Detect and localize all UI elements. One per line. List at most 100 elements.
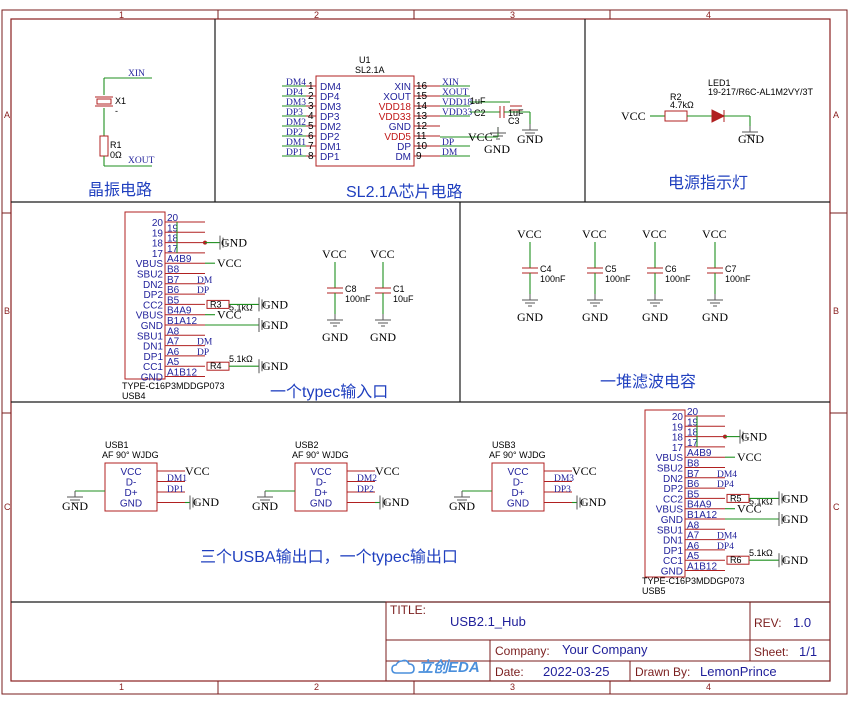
typec-out-net-dp-2: DP4 bbox=[717, 542, 734, 552]
cap-ref-c1: C1 bbox=[393, 284, 405, 294]
typec-out-pin-right-9: B4A9 bbox=[687, 500, 712, 511]
cap-vcc-c6: VCC bbox=[642, 227, 667, 241]
typec-in-pin-left-0: 20 bbox=[152, 218, 164, 229]
cap-value-c7: 100nF bbox=[725, 274, 751, 284]
typec-out-cc-gnd-label-1: GND bbox=[782, 553, 808, 567]
drawn-label: Drawn By: bbox=[635, 665, 690, 679]
chip-net-dp: DP bbox=[442, 138, 454, 148]
typec-in-pin-right-1: 19 bbox=[167, 223, 179, 234]
typec-in-pin-right-5: B8 bbox=[167, 265, 180, 276]
typec-out-pin-left-9: VBUS bbox=[656, 505, 684, 516]
lceda-logo: 立创EDA bbox=[391, 658, 480, 676]
cap-value-c5: 100nF bbox=[605, 274, 631, 284]
chip-net-vdd18: VDD18 bbox=[442, 98, 472, 108]
usba-1-left-gnd-label: GND bbox=[62, 499, 88, 513]
typec-in-pin-right-3: 17 bbox=[167, 244, 179, 255]
usba-3-value: AF 90° WJDG bbox=[489, 450, 546, 460]
chip-pin-dp: DP bbox=[397, 142, 411, 153]
chip-pin-dm4: DM4 bbox=[320, 82, 342, 93]
typec-in-pin-right-15: A1B12 bbox=[167, 368, 197, 379]
usb4-value: TYPE-C16P3MDDGP073 bbox=[122, 381, 225, 391]
usb5-value: TYPE-C16P3MDDGP073 bbox=[642, 576, 745, 586]
typec-out-pin-right-1: 19 bbox=[687, 417, 699, 428]
company-label: Company: bbox=[495, 644, 550, 658]
typec-in-gnd-label-1: GND bbox=[221, 236, 247, 250]
usba-1-pin-dp: D+ bbox=[124, 488, 137, 499]
usba-2-value: AF 90° WJDG bbox=[292, 450, 349, 460]
cap-vcc-c8: VCC bbox=[322, 247, 347, 261]
chip-net-xin: XIN bbox=[442, 78, 459, 88]
usba-2-body bbox=[294, 462, 348, 512]
usba-1-gnd-label: GND bbox=[193, 495, 219, 509]
date-value: 2022-03-25 bbox=[543, 664, 610, 679]
cap-gnd-label-c6: GND bbox=[642, 310, 668, 324]
usba-2-pin-vcc: VCC bbox=[310, 467, 331, 478]
typec-out-pin-right-2: 18 bbox=[687, 428, 699, 439]
r2-ref: R2 bbox=[670, 92, 682, 102]
usba-3-pin-dp: D+ bbox=[511, 488, 524, 499]
cap-value-c4: 100nF bbox=[540, 274, 566, 284]
chip-pin-num-1: 1 bbox=[308, 81, 314, 92]
chip-pin-dm3: DM3 bbox=[320, 102, 342, 113]
typec-in-pin-left-3: 17 bbox=[152, 249, 164, 260]
chip-pin-num-14: 14 bbox=[416, 101, 428, 112]
typec-out-vcc-label-1: VCC bbox=[737, 450, 762, 464]
drawn-value: LemonPrince bbox=[700, 664, 777, 679]
typec-in-pin-right-4: A4B9 bbox=[167, 254, 192, 265]
chip-net-dm3: DM3 bbox=[286, 98, 306, 108]
ruler-col-1-bottom: 1 bbox=[119, 682, 124, 692]
chip-pin-num-4: 4 bbox=[308, 111, 314, 122]
typec-out-gnd-label-1: GND bbox=[741, 430, 767, 444]
typec-in-pin-left-15: GND bbox=[141, 373, 163, 384]
typec-out-pin-left-7: DP2 bbox=[664, 484, 684, 495]
ruler-row-b: B bbox=[4, 306, 10, 316]
chip-pin-dm2: DM2 bbox=[320, 122, 342, 133]
section-title-power-led: 电源指示灯 bbox=[668, 174, 748, 192]
typec-out-cc-res-ref-1: R6 bbox=[730, 555, 742, 565]
typec-in-gnd-label-2: GND bbox=[262, 318, 288, 332]
cap-value-c1: 10uF bbox=[393, 294, 414, 304]
usba-1-pin-vcc: VCC bbox=[120, 467, 141, 478]
section-title-outputs: 三个USBA输出口，一个typec输出口 bbox=[200, 548, 458, 566]
typec-in-pin-left-11: SBU1 bbox=[137, 331, 164, 342]
cap-vcc-c4: VCC bbox=[517, 227, 542, 241]
chip-net-dm1: DM1 bbox=[286, 138, 306, 148]
ruler-col-1: 1 bbox=[119, 10, 124, 20]
chip-pin-dp4: DP4 bbox=[320, 92, 340, 103]
net-xout: XOUT bbox=[128, 156, 155, 166]
chip-pin-num-16: 16 bbox=[416, 81, 428, 92]
chip-net-dm4: DM4 bbox=[286, 78, 306, 88]
cap-ref-c8: C8 bbox=[345, 284, 357, 294]
usba-2-net-dm: DM2 bbox=[357, 474, 377, 484]
usba-3-vcc: VCC bbox=[572, 464, 597, 478]
chip-pin-num-15: 15 bbox=[416, 91, 428, 102]
chip-pin-dm: DM bbox=[395, 152, 411, 163]
x1-value: - bbox=[115, 106, 118, 116]
chip-pin-dp1: DP1 bbox=[320, 152, 340, 163]
section-title-crystal: 晶振电路 bbox=[88, 181, 152, 199]
usba-3-body bbox=[491, 462, 545, 512]
usba-3-net-dm: DM3 bbox=[554, 474, 574, 484]
typec-out-pin-left-13: DP1 bbox=[664, 546, 684, 557]
typec-out-cc-res-ref-0: R5 bbox=[730, 493, 742, 503]
typec-out-net-dm-2: DM4 bbox=[717, 532, 737, 542]
typec-in-pin-right-11: A8 bbox=[167, 326, 180, 337]
typec-in-pin-right-2: 18 bbox=[167, 234, 179, 245]
chip-pin-xin: XIN bbox=[394, 82, 411, 93]
usba-2-pin-gnd: GND bbox=[310, 499, 332, 510]
typec-out-pin-left-10: GND bbox=[661, 515, 683, 526]
typec-out-pin-right-5: B8 bbox=[687, 459, 700, 470]
typec-in-cc-res-ref-0: R3 bbox=[210, 299, 222, 309]
cap-value-c6: 100nF bbox=[665, 274, 691, 284]
chip-net-dp4: DP4 bbox=[286, 88, 303, 98]
usba-3-left-gnd-label: GND bbox=[449, 499, 475, 513]
chip-net-dm2: DM2 bbox=[286, 118, 306, 128]
usba-1-value: AF 90° WJDG bbox=[102, 450, 159, 460]
typec-in-pin-right-6: B7 bbox=[167, 275, 180, 286]
chip-net-vdd33: VDD33 bbox=[442, 108, 472, 118]
c2-ref: C2 bbox=[474, 108, 486, 118]
typec-in-net-dm-1: DM bbox=[197, 276, 213, 286]
logo-text: 立创EDA bbox=[418, 658, 480, 676]
typec-in-pin-left-12: DN1 bbox=[143, 342, 163, 353]
chip-pin-num-8: 8 bbox=[308, 151, 314, 162]
